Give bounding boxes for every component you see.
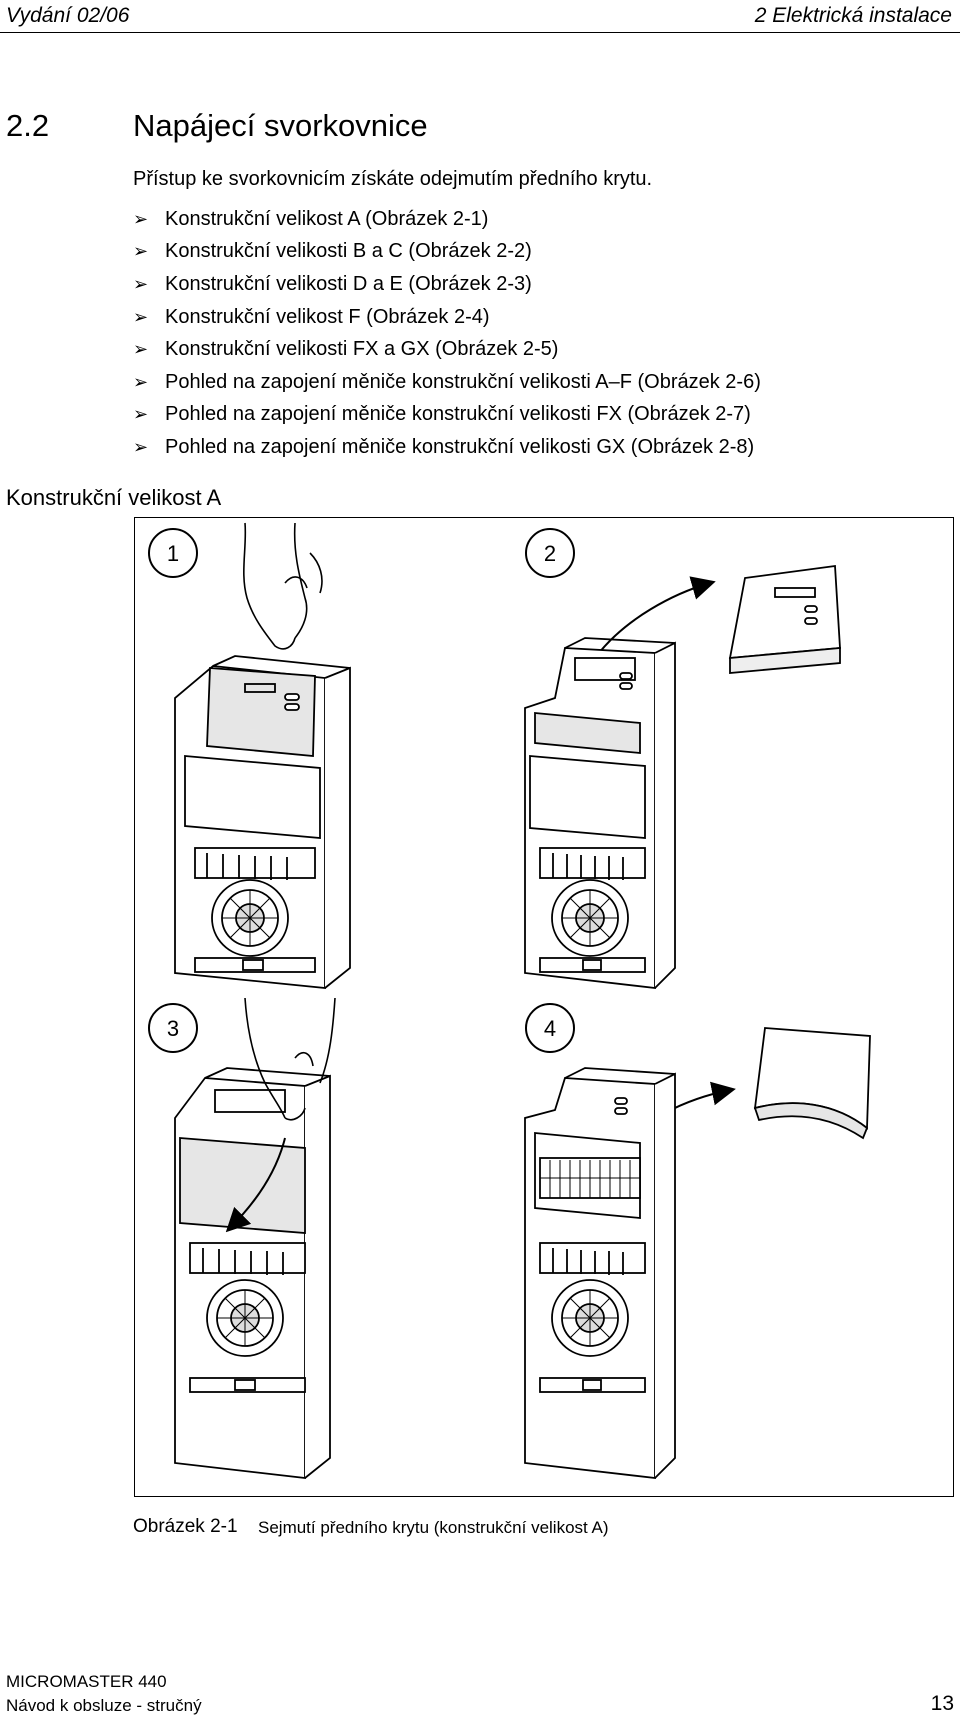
step-2-number: 2 <box>544 541 556 566</box>
header-chapter: 2 Elektrická instalace <box>754 4 952 27</box>
unclip-arrow-icon <box>225 1137 286 1233</box>
step-4-badge <box>525 1003 575 1053</box>
list-item: ➢ Konstrukční velikost F (Obrázek 2-4) <box>133 301 761 334</box>
arrow-bullet-icon: ➢ <box>133 339 149 360</box>
step-2-badge <box>525 528 575 578</box>
list-item: ➢ Konstrukční velikost A (Obrázek 2-1) <box>133 203 761 236</box>
list-item-text: Konstrukční velikost F (Obrázek 2-4) <box>165 305 490 328</box>
reference-list: ➢ Konstrukční velikost A (Obrázek 2-1) ➢ K… <box>133 203 761 464</box>
section-title: Napájecí svorkovnice <box>133 108 428 143</box>
list-item-text: Pohled na zapojení měniče konstrukční ve… <box>165 370 761 393</box>
list-item-text: Pohled na zapojení měniče konstrukční ve… <box>165 403 751 426</box>
arrow-bullet-icon: ➢ <box>133 273 149 294</box>
step-1-badge <box>148 528 198 578</box>
arrow-bullet-icon: ➢ <box>133 241 149 262</box>
step-1-panel: 1 <box>148 522 351 989</box>
lift-arrow-icon <box>594 576 716 659</box>
list-item: ➢ Pohled na zapojení měniče konstrukční v… <box>133 366 761 399</box>
intro-paragraph: Přístup ke svorkovnicím získáte odejmutí… <box>133 168 653 190</box>
figure-caption-number: Obrázek 2-1 <box>133 1516 238 1537</box>
inverter-device <box>524 1067 676 1480</box>
list-item: ➢ Pohled na zapojení měniče konstrukční v… <box>133 399 761 432</box>
list-item-text: Konstrukční velikosti D a E (Obrázek 2-3… <box>165 272 532 295</box>
removed-operator-panel <box>728 564 841 674</box>
arrow-bullet-icon: ➢ <box>133 404 149 425</box>
arrow-bullet-icon: ➢ <box>133 371 149 392</box>
removed-front-cover <box>753 1027 871 1140</box>
section-number: 2.2 <box>6 108 50 143</box>
step-3-panel: 3 <box>148 997 336 1480</box>
hand-icon <box>244 997 336 1121</box>
footer-manual: Návod k obsluze - stručný <box>6 1696 202 1715</box>
list-item-text: Konstrukční velikosti FX a GX (Obrázek 2… <box>165 338 559 361</box>
step-2-panel: 2 <box>524 528 841 990</box>
subheading: Konstrukční velikost A <box>6 485 222 510</box>
step-1-number: 1 <box>167 541 179 566</box>
step-3-number: 3 <box>167 1016 179 1041</box>
arrow-bullet-icon: ➢ <box>133 208 149 229</box>
header-rule <box>0 32 960 33</box>
list-item: ➢ Pohled na zapojení měniče konstrukční v… <box>133 431 761 464</box>
arrow-bullet-icon: ➢ <box>133 306 149 327</box>
inverter-device <box>174 1067 331 1480</box>
inverter-device <box>524 637 676 990</box>
footer-product: MICROMASTER 440 <box>6 1672 167 1691</box>
cover-removal-illustration: 1 <box>148 522 871 1480</box>
list-item-text: Pohled na zapojení měniče konstrukční ve… <box>165 435 755 458</box>
inverter-device <box>174 655 351 989</box>
step-4-number: 4 <box>544 1016 556 1041</box>
step-3-badge <box>148 1003 198 1053</box>
arrow-bullet-icon: ➢ <box>133 436 149 457</box>
list-item: ➢ Konstrukční velikosti D a E (Obrázek 2-… <box>133 268 761 301</box>
hand-icon <box>243 522 323 650</box>
step-4-panel: 4 <box>524 1003 871 1480</box>
page-number: 13 <box>930 1692 954 1715</box>
list-item-text: Konstrukční velikost A (Obrázek 2-1) <box>165 207 489 230</box>
header-edition: Vydání 02/06 <box>6 4 130 27</box>
list-item: ➢ Konstrukční velikosti FX a GX (Obrázek … <box>133 333 761 366</box>
figure-caption-text: Sejmutí předního krytu (konstrukční veli… <box>258 1518 609 1537</box>
list-item: ➢ Konstrukční velikosti B a C (Obrázek 2-… <box>133 236 761 269</box>
figure-frame: 1 <box>134 517 954 1497</box>
list-item-text: Konstrukční velikosti B a C (Obrázek 2-2… <box>165 240 532 263</box>
